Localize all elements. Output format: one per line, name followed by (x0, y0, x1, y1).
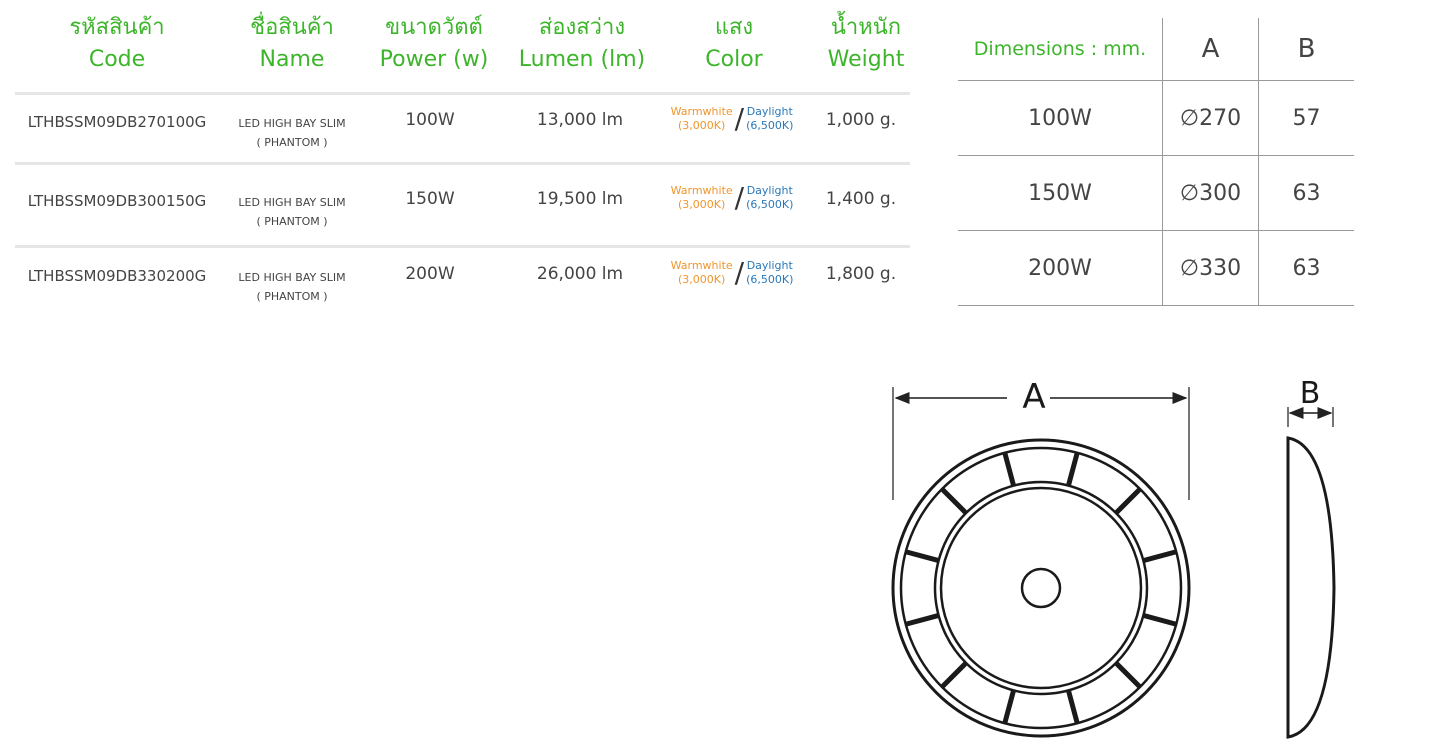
spoke (1142, 613, 1177, 627)
label-b: B (1300, 376, 1321, 411)
product-name-line2: ( PHANTOM ) (256, 136, 328, 149)
product-lumen: 13,000 lm (536, 110, 624, 130)
side-view (1286, 407, 1336, 739)
product-name-line2: ( PHANTOM ) (256, 290, 328, 303)
dimensions-header-row: Dimensions : mm. A B (958, 18, 1354, 81)
dim-a: ∅270 (1162, 80, 1259, 156)
dim-b: 57 (1258, 80, 1354, 156)
label-a: A (1022, 377, 1045, 417)
slash-separator: / (734, 256, 745, 289)
spoke (1066, 689, 1080, 724)
dim-power: 150W (958, 155, 1163, 231)
product-name-line1: LED HIGH BAY SLIM (238, 271, 346, 284)
header-power: ขนาดวัตต์Power (w) (379, 15, 489, 72)
product-power: 200W (405, 264, 455, 284)
product-code: LTHBSSM09DB330200G (27, 267, 207, 285)
spoke (1114, 661, 1142, 689)
spoke (940, 661, 968, 689)
dim-a: ∅330 (1162, 230, 1259, 306)
product-weight: 1,000 g. (825, 110, 897, 130)
divider (15, 162, 910, 165)
spoke (1002, 689, 1016, 724)
divider (15, 245, 910, 248)
product-lumen: 26,000 lm (536, 264, 624, 284)
divider (15, 92, 910, 95)
daylight-label: Daylight(6,500K) (746, 259, 794, 286)
front-view (891, 387, 1191, 738)
warmwhite-label: Warmwhite(3,000K) (670, 105, 733, 132)
spoke (1142, 549, 1177, 563)
product-code: LTHBSSM09DB300150G (27, 192, 207, 210)
spoke (940, 487, 968, 515)
product-weight: 1,800 g. (825, 264, 897, 284)
product-name-line1: LED HIGH BAY SLIM (238, 117, 346, 130)
spoke (905, 549, 940, 563)
spoke (1066, 452, 1080, 487)
product-name: LED HIGH BAY SLIM ( PHANTOM ) (238, 268, 345, 306)
product-power: 150W (405, 189, 455, 209)
product-color: Warmwhite(3,000K) / Daylight(6,500K) (671, 104, 794, 134)
warmwhite-label: Warmwhite(3,000K) (670, 259, 733, 286)
product-name-line1: LED HIGH BAY SLIM (238, 196, 346, 209)
dim-b: 63 (1258, 230, 1354, 306)
product-name-line2: ( PHANTOM ) (256, 215, 328, 228)
product-name: LED HIGH BAY SLIM ( PHANTOM ) (238, 114, 345, 152)
spoke (1002, 452, 1016, 487)
product-name: LED HIGH BAY SLIM ( PHANTOM ) (238, 193, 345, 231)
dimensions-label: Dimensions : mm. (958, 18, 1163, 81)
slash-separator: / (734, 181, 745, 214)
warmwhite-label: Warmwhite(3,000K) (670, 184, 733, 211)
spoke (905, 613, 940, 627)
spoke (1114, 487, 1142, 515)
dim-power: 200W (958, 230, 1163, 306)
dim-power: 100W (958, 80, 1163, 156)
daylight-label: Daylight(6,500K) (746, 105, 794, 132)
dim-a-header: A (1162, 18, 1259, 81)
dim-b-header: B (1258, 18, 1354, 81)
daylight-label: Daylight(6,500K) (746, 184, 794, 211)
product-color: Warmwhite(3,000K) / Daylight(6,500K) (671, 183, 794, 213)
product-lumen: 19,500 lm (536, 189, 624, 209)
product-power: 100W (405, 110, 455, 130)
product-color: Warmwhite(3,000K) / Daylight(6,500K) (671, 258, 794, 288)
product-code: LTHBSSM09DB270100G (27, 113, 207, 131)
slash-separator: / (734, 102, 745, 135)
product-weight: 1,400 g. (825, 189, 897, 209)
